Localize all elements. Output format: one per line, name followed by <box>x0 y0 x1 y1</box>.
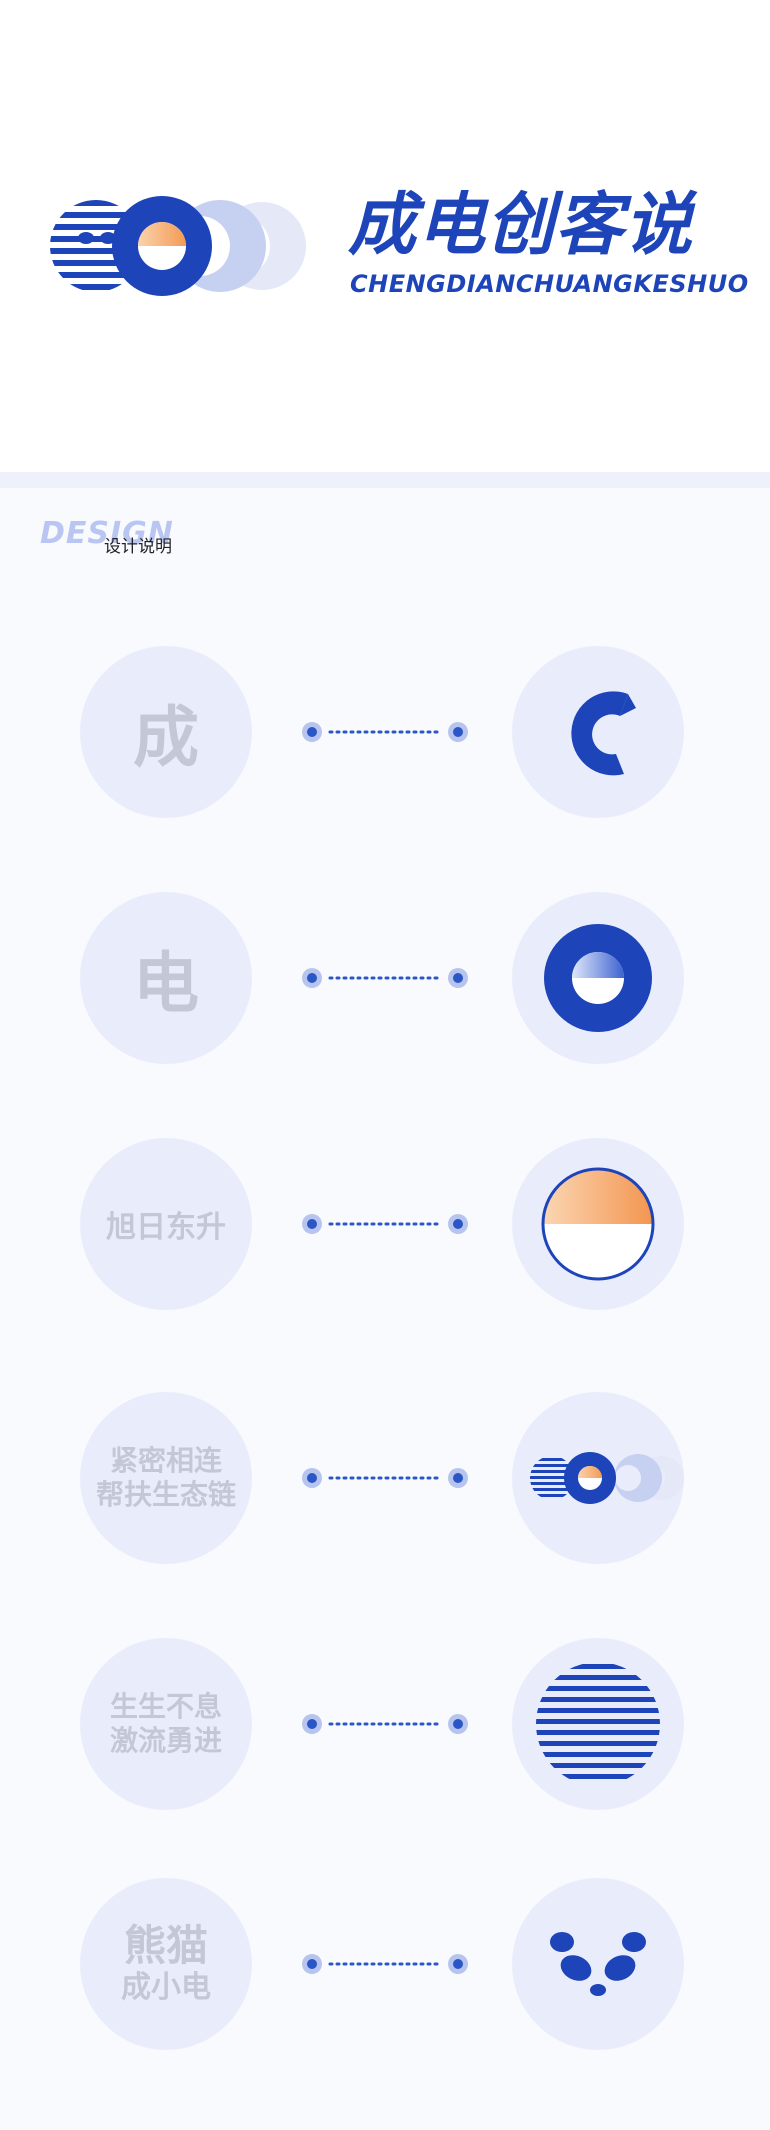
design-heading-word: DESIGN <box>40 516 174 551</box>
mapping-row-1: 成 <box>0 646 770 826</box>
logo-mark-icon <box>50 196 306 296</box>
dotted-connector <box>302 1714 468 1734</box>
concept-circle: 旭日东升 <box>80 1138 252 1310</box>
linked-rings-icon <box>530 1452 684 1504</box>
brand-name-en: CHENGDIANCHUANGKESHUO <box>350 270 749 298</box>
brand-name-cn: 成电创客说 <box>348 186 694 265</box>
divider-band <box>0 472 770 488</box>
mapping-row-5: 生生不息 激流勇进 <box>0 1638 770 1818</box>
concept-text: 旭日东升 <box>106 1210 226 1245</box>
dotted-connector <box>302 968 468 988</box>
c-letter-icon <box>571 691 636 776</box>
concept-circle: 成 <box>80 646 252 818</box>
concept-text: 紧密相连 帮扶生态链 <box>95 1444 236 1511</box>
mapping-row-2: 电 <box>0 892 770 1072</box>
rising-sun-icon <box>541 1167 655 1281</box>
mapping-row-3: 旭日东升 <box>0 1138 770 1318</box>
concept-circle: 紧密相连 帮扶生态链 <box>80 1392 252 1564</box>
dotted-connector <box>302 1214 468 1234</box>
mapping-row-4: 紧密相连 帮扶生态链 <box>0 1392 770 1572</box>
design-heading: DESIGN 设计说明 <box>40 516 300 557</box>
symbol-circle <box>512 1638 684 1810</box>
panda-face-icon <box>550 1932 646 1996</box>
symbol-circle <box>512 1878 684 2050</box>
mapping-row-6: 熊猫 成小电 <box>0 1878 770 2058</box>
concept-circle: 生生不息 激流勇进 <box>80 1638 252 1810</box>
concept-text: 电 <box>133 945 199 1022</box>
concept-text: 生生不息 激流勇进 <box>109 1690 222 1757</box>
concept-text: 成 <box>133 699 199 776</box>
symbol-circle <box>512 892 684 1064</box>
dotted-connector <box>302 722 468 742</box>
concept-circle: 熊猫 成小电 <box>80 1878 252 2050</box>
dotted-connector <box>302 1468 468 1488</box>
concept-circle: 电 <box>80 892 252 1064</box>
striped-globe-icon <box>536 1664 660 1779</box>
ring-half-gradient-icon <box>544 924 652 1032</box>
design-heading-subtitle: 设计说明 <box>104 537 172 557</box>
concept-text: 熊猫 成小电 <box>121 1921 211 2006</box>
dotted-connector <box>302 1954 468 1974</box>
symbol-circle <box>512 1138 684 1310</box>
symbol-circle <box>512 1392 684 1564</box>
symbol-circle <box>512 646 684 818</box>
hero-banner: 成电创客说 CHENGDIANCHUANGKESHUO <box>0 0 770 472</box>
